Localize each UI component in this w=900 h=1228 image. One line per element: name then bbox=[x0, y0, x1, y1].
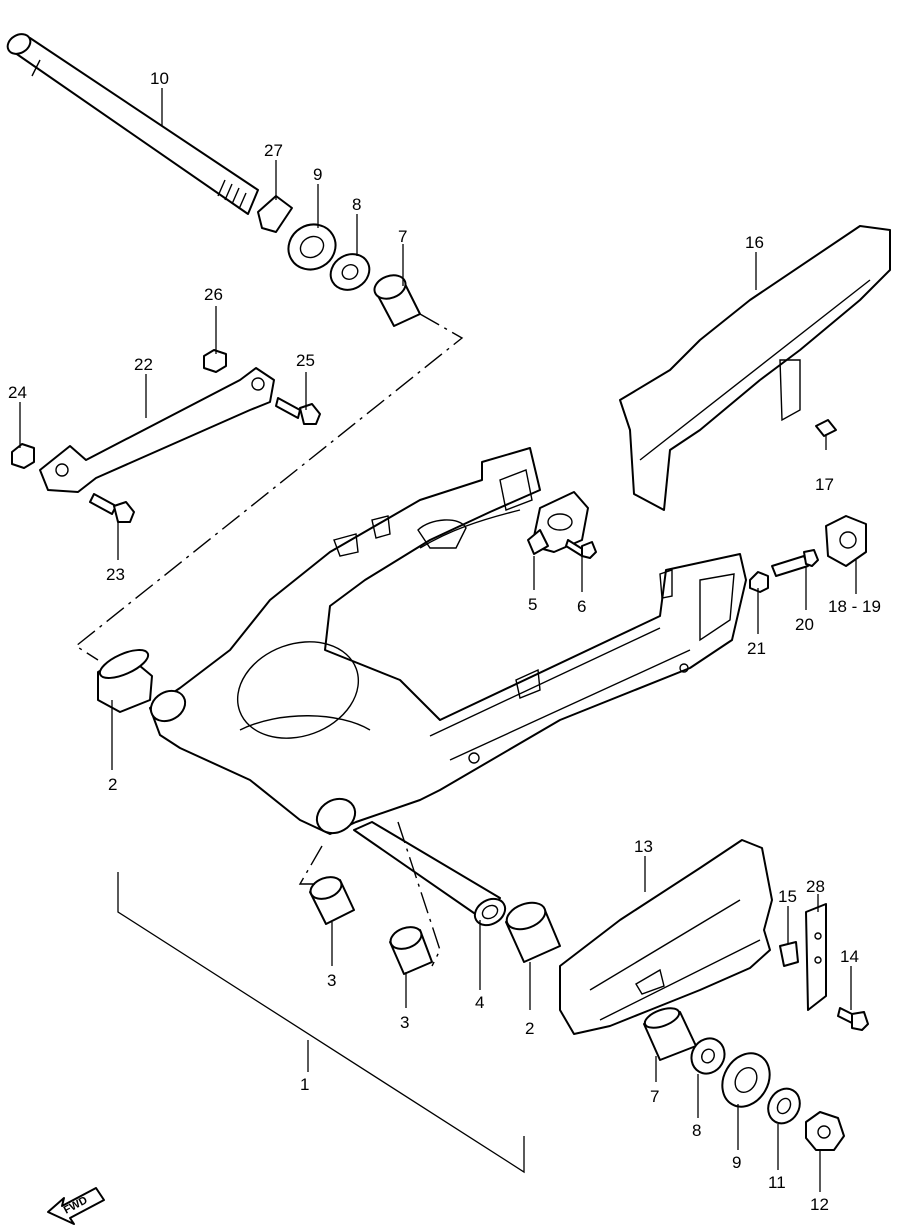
center-lines bbox=[74, 313, 464, 967]
callout-9: 9 bbox=[313, 165, 322, 184]
torque-link bbox=[11, 349, 321, 523]
chain-buffer-hardware bbox=[749, 515, 867, 593]
chain-adjuster-plate bbox=[527, 491, 597, 559]
pivot-lower-hardware bbox=[97, 649, 561, 975]
callout-14: 14 bbox=[840, 947, 859, 966]
callout-21: 21 bbox=[747, 639, 766, 658]
pivot-upper-hardware bbox=[257, 195, 421, 327]
callout-7: 7 bbox=[650, 1087, 659, 1106]
callout-8: 8 bbox=[692, 1121, 701, 1140]
callout-27: 27 bbox=[264, 141, 283, 160]
chain-case bbox=[619, 225, 891, 511]
callout-9: 9 bbox=[732, 1153, 741, 1172]
callout-22: 22 bbox=[134, 355, 153, 374]
callout-2: 2 bbox=[525, 1019, 534, 1038]
callout-13: 13 bbox=[634, 837, 653, 856]
callout-12: 12 bbox=[810, 1195, 829, 1214]
pivot-right-hardware bbox=[643, 1007, 845, 1151]
swingarm-body bbox=[149, 447, 747, 835]
callout-15: 15 bbox=[778, 887, 797, 906]
callout-6: 6 bbox=[577, 597, 586, 616]
callout-7: 7 bbox=[398, 227, 407, 246]
callout-3: 3 bbox=[400, 1013, 409, 1032]
callout-labels: 1 2 2 3 3 4 5 6 7 7 8 8 9 9 10 11 12 13 … bbox=[8, 69, 881, 1214]
callout-5: 5 bbox=[528, 595, 537, 614]
callout-24: 24 bbox=[8, 383, 27, 402]
callout-3: 3 bbox=[327, 971, 336, 990]
pivot-axle bbox=[6, 33, 259, 215]
assembly-bracket bbox=[117, 872, 525, 1174]
callout-26: 26 bbox=[204, 285, 223, 304]
callout-17: 17 bbox=[815, 475, 834, 494]
leader-lines bbox=[19, 88, 857, 1192]
caliper-bracket bbox=[559, 839, 869, 1035]
callout-20: 20 bbox=[795, 615, 814, 634]
callout-16: 16 bbox=[745, 233, 764, 252]
callout-4: 4 bbox=[475, 993, 484, 1012]
callout-25: 25 bbox=[296, 351, 315, 370]
callout-8: 8 bbox=[352, 195, 361, 214]
callout-1: 1 bbox=[300, 1075, 309, 1094]
callout-10: 10 bbox=[150, 69, 169, 88]
callout-18-19: 18 - 19 bbox=[828, 597, 881, 616]
callout-2: 2 bbox=[108, 775, 117, 794]
callout-28: 28 bbox=[806, 877, 825, 896]
fwd-arrow-icon: FWD bbox=[47, 1187, 105, 1225]
callout-23: 23 bbox=[106, 565, 125, 584]
callout-11: 11 bbox=[768, 1173, 786, 1192]
